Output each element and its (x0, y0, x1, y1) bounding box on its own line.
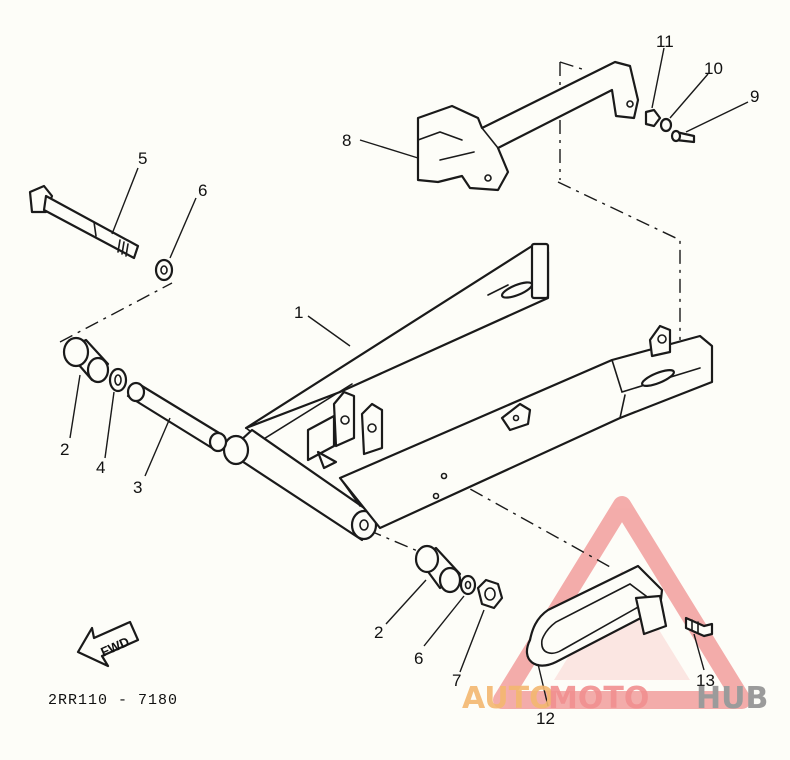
assembly-lines (59, 61, 681, 569)
leader-lines (69, 47, 749, 707)
callout-2-right: 2 (374, 623, 383, 642)
pivot-nut (476, 578, 504, 610)
bush-left (62, 336, 110, 384)
chain-slider (525, 564, 668, 667)
watermark-moto: MOTO (548, 681, 649, 716)
callout-2-left: 2 (60, 440, 69, 459)
forward-arrow-icon: FWD (76, 620, 140, 668)
callout-labels: 1 2 2 3 4 5 6 6 7 8 9 10 11 12 13 (60, 32, 759, 728)
callout-13: 13 (696, 671, 715, 690)
washer-top (154, 258, 174, 282)
washer-bottom (459, 574, 477, 596)
pivot-collar (126, 381, 228, 453)
callout-9: 9 (750, 87, 759, 106)
watermark-auto: AUTO (462, 681, 555, 716)
watermark-text: AUTO MOTO HUB (462, 681, 768, 716)
callout-11: 11 (656, 32, 674, 51)
drawing-code: 2RR110 - 7180 (48, 692, 178, 709)
callout-6-bottom: 6 (414, 649, 423, 668)
callout-5: 5 (138, 149, 147, 168)
watermark-hub: HUB (696, 681, 768, 716)
slider-screw (684, 616, 714, 638)
bolt-9 (670, 129, 696, 144)
nut-11 (644, 108, 662, 128)
swingarm (222, 242, 714, 542)
chain-guide-bracket (416, 60, 640, 192)
callout-1: 1 (294, 303, 303, 322)
callout-4: 4 (96, 458, 105, 477)
thrust-washer (108, 367, 128, 393)
callout-3: 3 (133, 478, 142, 497)
callout-6-top: 6 (198, 181, 207, 200)
callout-10: 10 (704, 59, 723, 78)
callout-8: 8 (342, 131, 351, 150)
callout-7: 7 (452, 671, 461, 690)
bush-right (414, 544, 462, 594)
pivot-bolt (28, 184, 140, 260)
callout-12: 12 (536, 709, 555, 728)
washer-10 (659, 117, 673, 133)
